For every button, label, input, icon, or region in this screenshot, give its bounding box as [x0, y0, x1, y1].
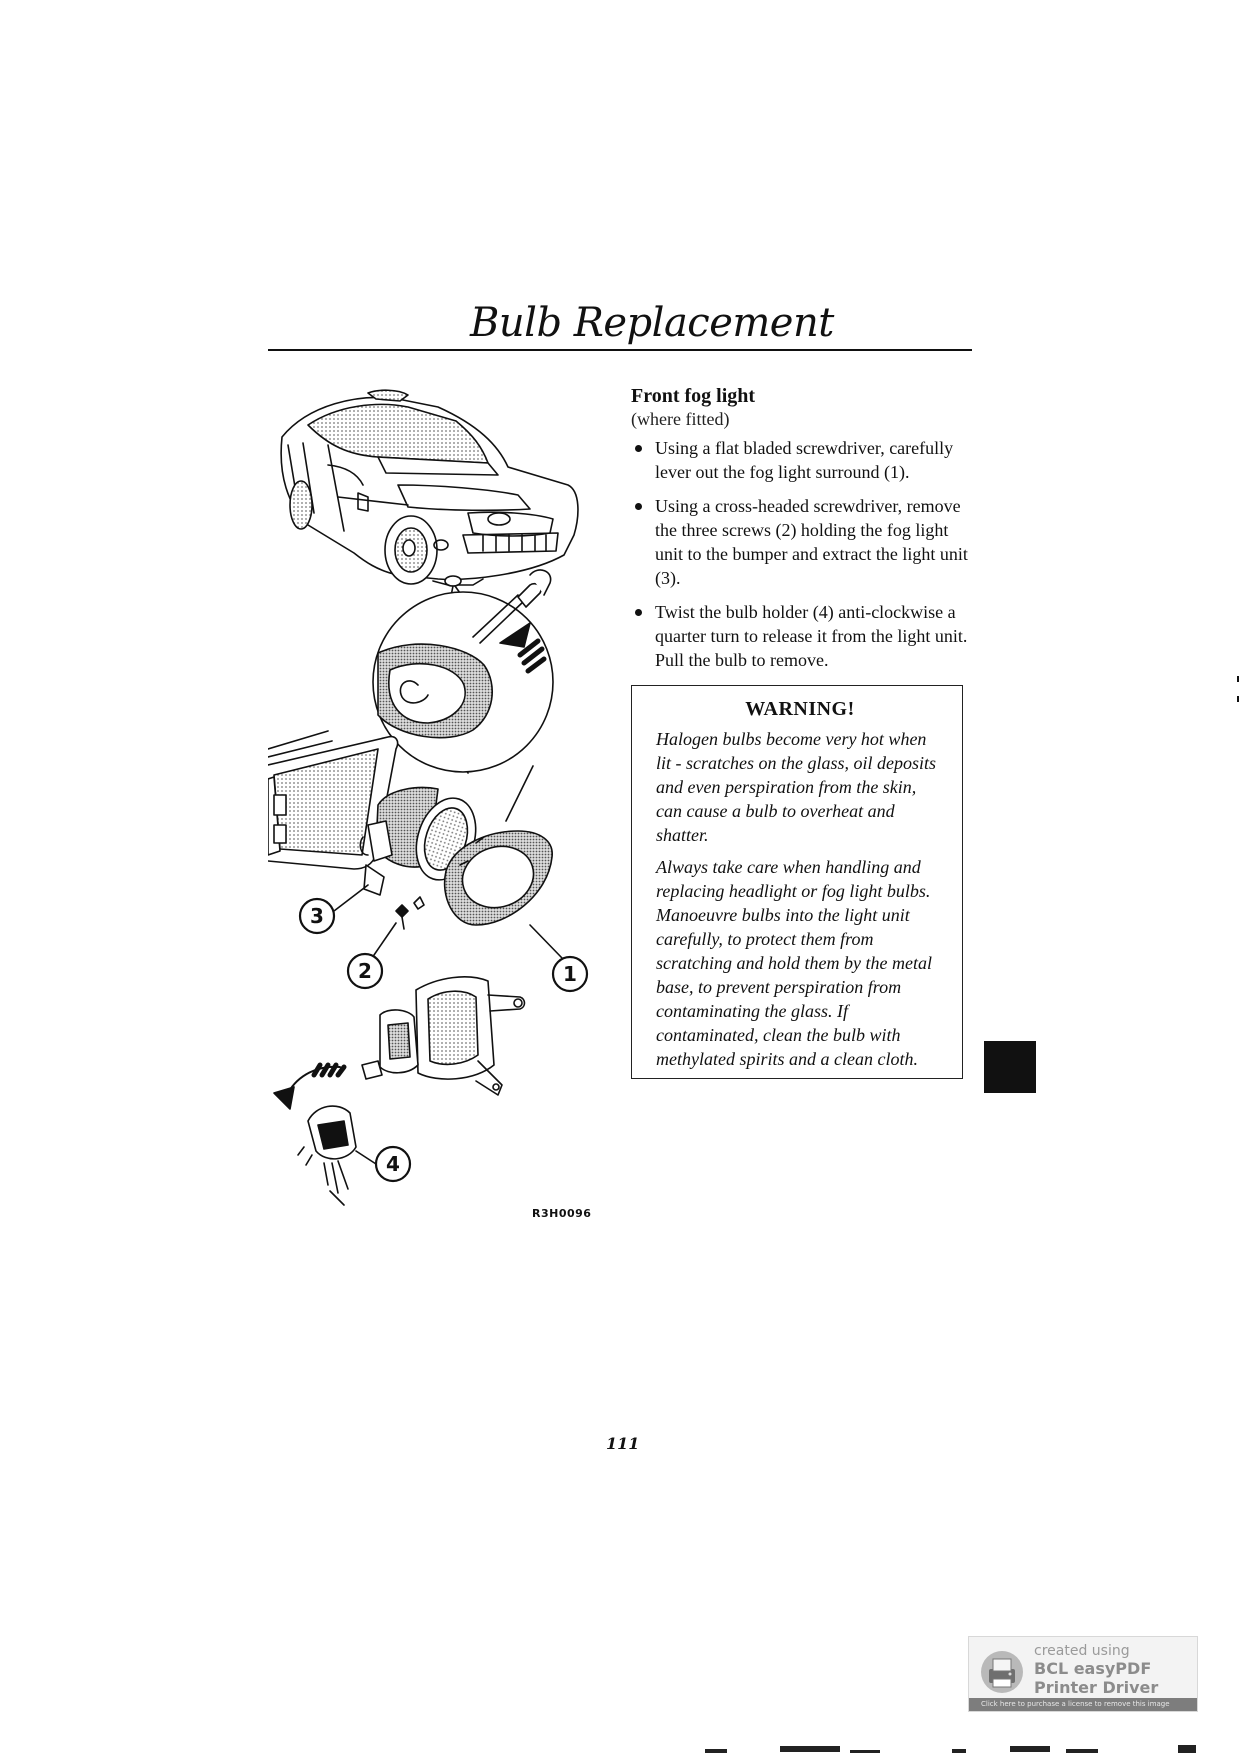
pdf-watermark-badge[interactable]: created using BCL easyPDF Printer Driver… [968, 1636, 1198, 1712]
bulb-holder-drawing [273, 976, 526, 1206]
warning-title: WARNING! [745, 698, 855, 720]
badge-product-name: BCL easyPDF [1034, 1659, 1152, 1678]
section-heading: Front fog light [631, 385, 756, 407]
title-rule [268, 349, 972, 351]
scan-artifacts [705, 1745, 1196, 1753]
steps-list: Using a flat bladed screwdriver, careful… [631, 436, 971, 672]
step-text: Using a cross-headed screwdriver, remove… [655, 496, 968, 588]
callout-2: 2 [358, 959, 372, 983]
edge-marks [1237, 676, 1239, 702]
warning-paragraph: Always take care when handling and repla… [656, 857, 932, 1069]
badge-product-type: Printer Driver [1034, 1678, 1159, 1697]
section-subheading: (where fitted) [631, 409, 730, 429]
callout-4: 4 [386, 1152, 400, 1176]
callout-1: 1 [563, 962, 577, 986]
bullet-icon [635, 503, 642, 510]
list-item: Twist the bulb holder (4) anti-clockwise… [631, 600, 971, 672]
list-item: Using a cross-headed screwdriver, remove… [631, 494, 971, 590]
bullet-icon [635, 609, 642, 616]
section-tab-marker [984, 1041, 1036, 1093]
step-text: Twist the bulb holder (4) anti-clockwise… [655, 602, 968, 670]
badge-purchase-link[interactable]: Click here to purchase a license to remo… [969, 1698, 1197, 1711]
fog-light-illustration: 1 2 3 4 [268, 389, 589, 1206]
badge-created-using: created using [1034, 1643, 1130, 1659]
page-number: 111 [606, 1434, 640, 1453]
warning-paragraph: Halogen bulbs become very hot when lit -… [656, 729, 936, 845]
warning-box: WARNING! Halogen bulbs become very hot w… [631, 685, 963, 1079]
bullet-icon [635, 445, 642, 452]
callout-3: 3 [310, 904, 324, 928]
zoom-circle [372, 569, 554, 773]
list-item: Using a flat bladed screwdriver, careful… [631, 436, 971, 484]
printer-icon [981, 1651, 1023, 1693]
step-text: Using a flat bladed screwdriver, careful… [655, 438, 954, 482]
figure-code: R3H0096 [532, 1207, 592, 1220]
fog-light-assembly [268, 730, 589, 993]
car-drawing [280, 389, 579, 587]
page-title: Bulb Replacement [470, 300, 834, 346]
instructions-column: Front fog light (where fitted) Using a f… [631, 384, 971, 682]
